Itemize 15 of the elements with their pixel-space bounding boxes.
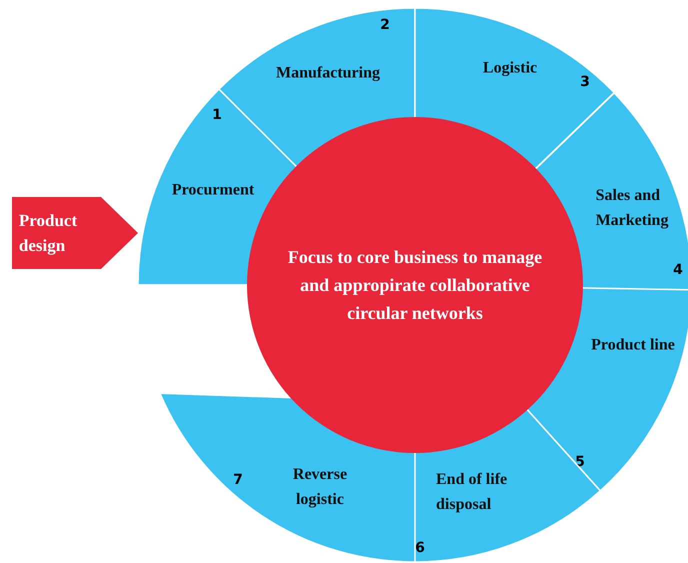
segment-label: Manufacturing (276, 64, 380, 84)
segment-label: Focus to core business to manage and appropirate collaborative circular networks (286, 246, 544, 325)
step-number: 6 (415, 540, 425, 556)
step-number: 7 (233, 472, 243, 488)
step-number: 2 (380, 17, 390, 33)
step-number: 4 (673, 262, 683, 278)
segment-label: Product line (591, 336, 675, 356)
step-number: 3 (580, 74, 590, 90)
segment-label: Procurment (172, 180, 254, 200)
segment-label: Product design (18, 210, 78, 257)
step-number: 1 (212, 106, 222, 123)
segment-label: Reverse logistic (292, 465, 348, 510)
segment-label: Sales and Marketing (596, 186, 668, 231)
segment-label: End of life disposal (436, 470, 508, 515)
segment-label: Logistic (482, 58, 538, 78)
